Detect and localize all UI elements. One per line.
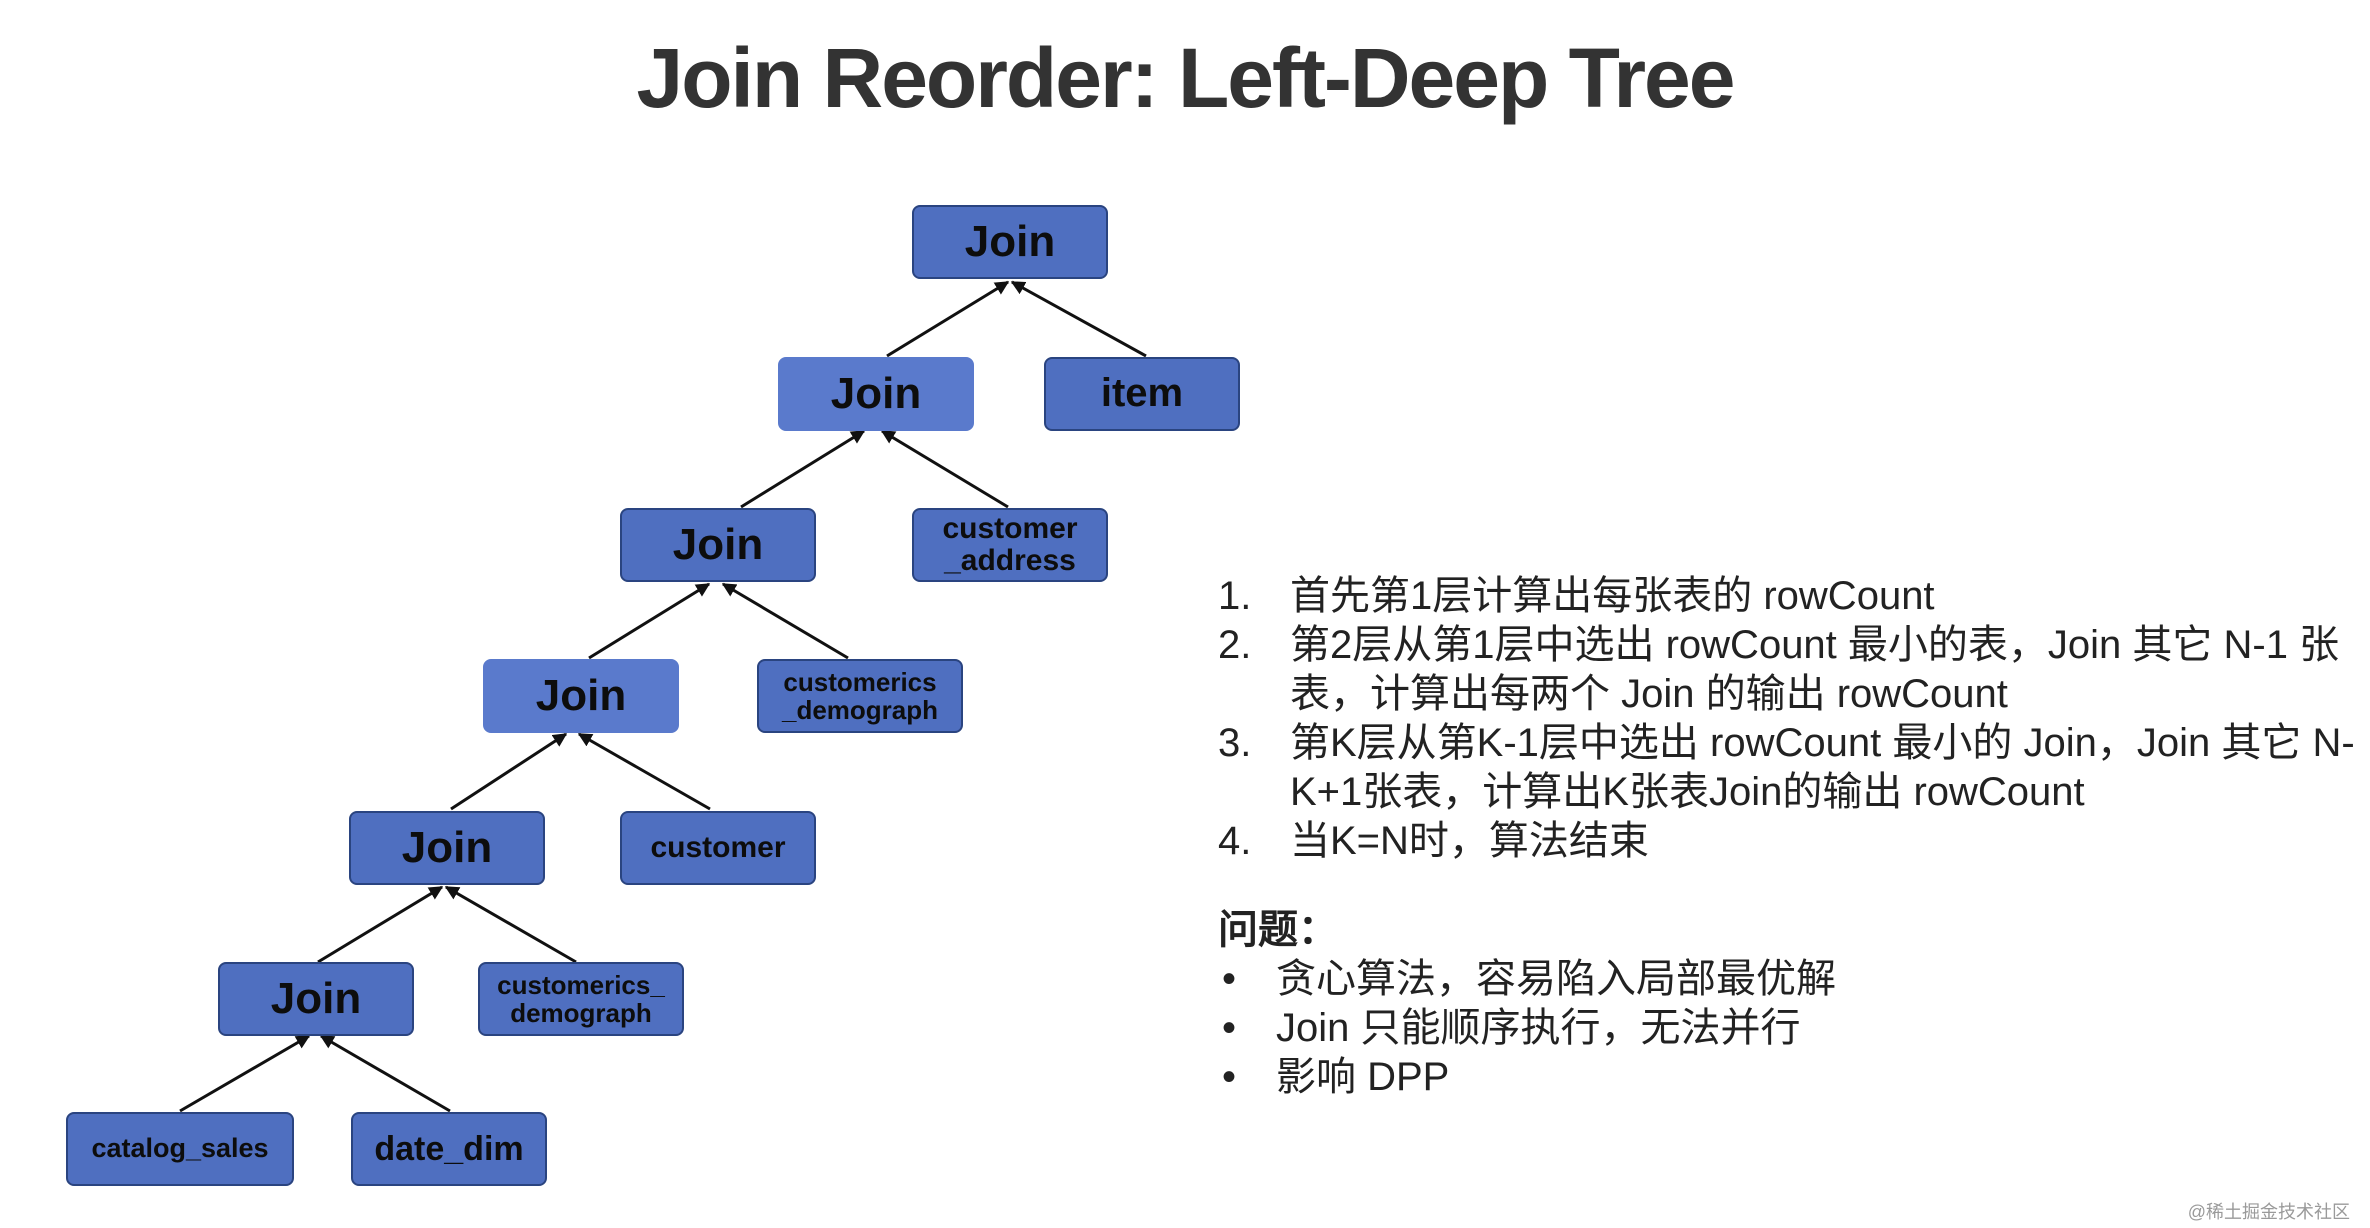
step-text: 首先第1层计算出每张表的 rowCount bbox=[1290, 574, 1935, 618]
edge-join6-join5 bbox=[317, 885, 444, 964]
bullet-icon: • bbox=[1222, 1055, 1237, 1099]
step-item: 1. 首先第1层计算出每张表的 rowCount bbox=[1218, 572, 2358, 621]
problem-text: 贪心算法，容易陷入局部最优解 bbox=[1276, 957, 1836, 1001]
problems-heading: 问题： bbox=[1218, 908, 1338, 952]
step-number: 3. bbox=[1218, 721, 1252, 765]
edge-catalog-sales-join6 bbox=[179, 1034, 311, 1113]
step-number: 2. bbox=[1218, 623, 1252, 667]
edge-date-dim-join6 bbox=[319, 1034, 451, 1113]
edge-join2-join1 bbox=[886, 280, 1010, 358]
join-node-4: Join bbox=[483, 659, 679, 733]
watermark: @稀土掘金技术社区 bbox=[2187, 1202, 2350, 1222]
step-number: 4. bbox=[1218, 819, 1252, 863]
problem-item: • 影响 DPP bbox=[1218, 1053, 2358, 1102]
bullet-icon: • bbox=[1222, 1006, 1237, 1050]
problem-text: 影响 DPP bbox=[1276, 1055, 1450, 1099]
join-node-5: Join bbox=[349, 811, 545, 885]
edge-join4-join3 bbox=[588, 582, 711, 660]
step-text: 第2层从第1层中选出 rowCount 最小的表，Join 其它 N-1 张表，… bbox=[1290, 623, 2340, 716]
table-node-customer-address: customer _address bbox=[912, 508, 1108, 582]
step-number: 1. bbox=[1218, 574, 1252, 618]
step-text: 当K=N时，算法结束 bbox=[1290, 819, 1649, 863]
table-node-item: item bbox=[1044, 357, 1240, 431]
edge-customer-address-join2 bbox=[880, 429, 1009, 509]
problem-text: Join 只能顺序执行，无法并行 bbox=[1276, 1006, 1801, 1050]
bullet-icon: • bbox=[1222, 957, 1237, 1001]
edge-item-join1 bbox=[1010, 280, 1147, 358]
step-item: 4. 当K=N时，算法结束 bbox=[1218, 817, 2358, 866]
join-node-3: Join bbox=[620, 508, 816, 582]
table-node-catalog-sales: catalog_sales bbox=[66, 1112, 294, 1186]
table-node-customerics-demograph-1: customerics _demograph bbox=[757, 659, 963, 733]
edge-join3-join2 bbox=[740, 429, 866, 509]
edge-join5-join4 bbox=[450, 732, 568, 811]
join-node-6: Join bbox=[218, 962, 414, 1036]
table-node-customer: customer bbox=[620, 811, 816, 885]
slide-title: Join Reorder: Left-Deep Tree bbox=[636, 31, 1736, 125]
edge-demograph2-join5 bbox=[444, 885, 577, 964]
algorithm-steps: 1. 首先第1层计算出每张表的 rowCount 2. 第2层从第1层中选出 row… bbox=[1218, 572, 2358, 866]
table-node-date-dim: date_dim bbox=[351, 1112, 547, 1186]
table-node-customerics-demograph-2: customerics_ demograph bbox=[478, 962, 684, 1036]
step-text: 第K层从第K-1层中选出 rowCount 最小的 Join，Join 其它 N… bbox=[1290, 721, 2355, 814]
problems-list: • 贪心算法，容易陷入局部最优解 • Join 只能顺序执行，无法并行 • 影响 DP… bbox=[1218, 955, 2358, 1102]
problem-item: • Join 只能顺序执行，无法并行 bbox=[1218, 1004, 2358, 1053]
step-item: 3. 第K层从第K-1层中选出 rowCount 最小的 Join，Join 其它… bbox=[1218, 719, 2358, 817]
join-node-1: Join bbox=[912, 205, 1108, 279]
edge-customer-join4 bbox=[577, 732, 711, 811]
join-node-2: Join bbox=[778, 357, 974, 431]
step-item: 2. 第2层从第1层中选出 rowCount 最小的表，Join 其它 N-1 张… bbox=[1218, 621, 2358, 719]
problem-item: • 贪心算法，容易陷入局部最优解 bbox=[1218, 955, 2358, 1004]
notes-panel: 1. 首先第1层计算出每张表的 rowCount 2. 第2层从第1层中选出 row… bbox=[1218, 572, 2358, 1102]
edge-demograph1-join3 bbox=[721, 582, 849, 660]
